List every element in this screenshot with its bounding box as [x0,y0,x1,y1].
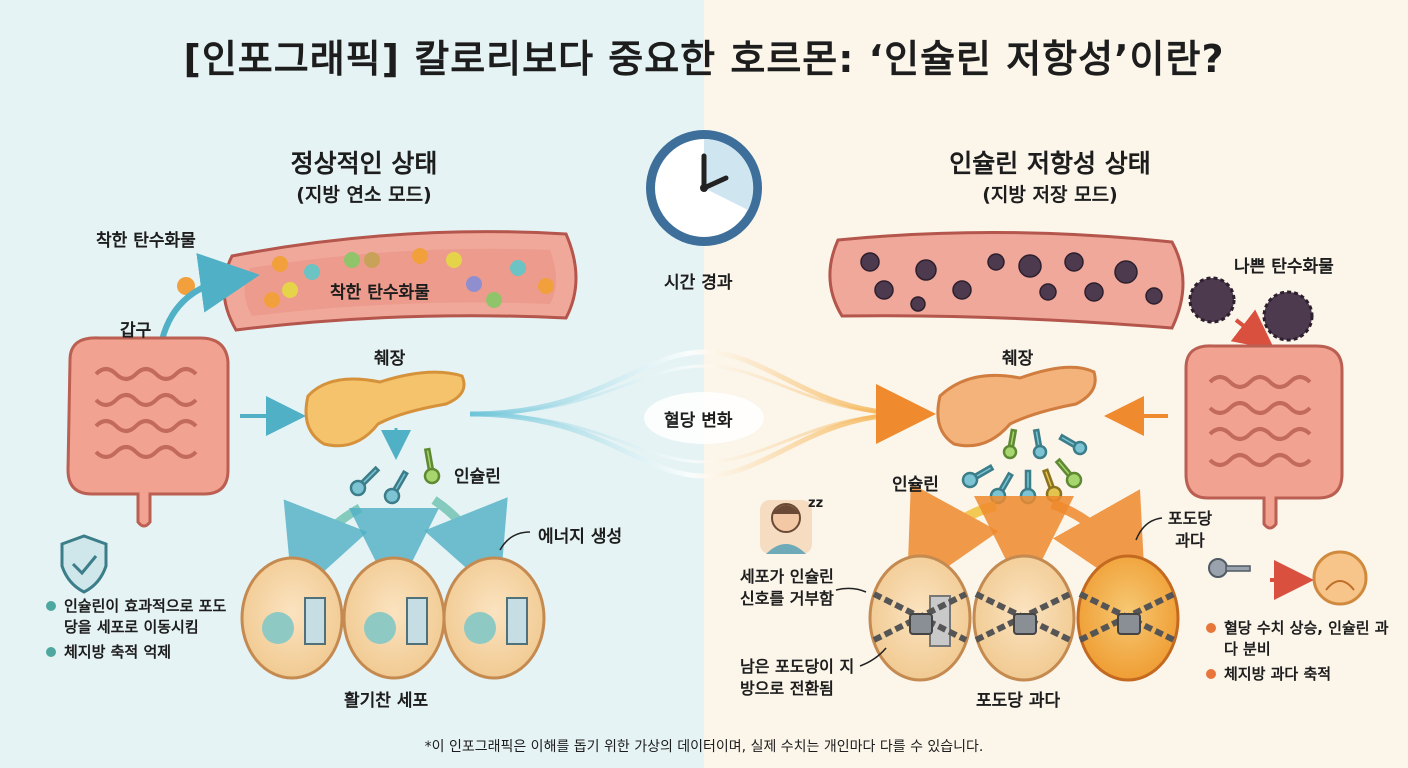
key-to-belly-icon [1208,550,1368,606]
left-bullet-1-text: 인슐린이 효과적으로 포도당을 세포로 이동시킴 [64,597,227,636]
glucose-arrow-1 [906,483,999,596]
blood-vessel-resistant [828,230,1185,330]
pancreas-label-right: 췌장 [1002,349,1034,369]
locked-cell-3 [1076,554,1180,682]
gut-label: 갑구 [120,321,152,341]
right-bullet-1-text: 혈당 수치 상승, 인슐린 과다 분비 [1224,619,1389,658]
bad-carb-arrow [1230,309,1275,350]
insulin-to-cell-arrow-1 [283,499,368,600]
left-bullet-2-text: 체지방 축적 억제 [64,643,172,661]
footnote: *이 인포그래픽은 이해를 돕기 위한 가상의 데이터이며, 실제 수치는 개인… [424,739,984,755]
pancreas-right-icon [936,365,1097,448]
insulin-key-icons [349,447,441,505]
pancreas-left-icon [304,370,466,448]
bullet-dot [46,647,56,657]
fat-conversion-label: 남은 포도당이 지방으로 전환됨 [740,657,855,698]
left-heading: 정상적인 상태 [290,149,438,178]
right-bullet-2-text: 체지방 과다 축적 [1224,665,1332,683]
right-heading: 인슐린 저항성 상태 [949,149,1151,178]
left-bullet-2: 체지방 축적 억제 [46,642,236,663]
vessel-carb-label: 착한 탄수화물 [330,283,430,303]
left-subheading: (지방 연소 모드) [296,184,432,206]
right-subheading: (지방 저장 모드) [982,184,1118,206]
insulin-label-right: 인슐린 [892,475,939,495]
active-cells-label: 활기찬 세포 [344,691,429,711]
blood-sugar-flow-band [469,349,936,479]
bad-carb-label: 나쁜 탄수화물 [1234,257,1334,277]
energy-callout-line [499,531,531,551]
good-carb-label: 착한 탄수화물 [96,231,196,251]
bullet-dot [46,601,56,611]
tired-person-icon [760,500,812,554]
energy-label: 에너지 생성 [538,527,623,547]
time-label: 시간 경과 [664,273,733,293]
bad-carb-germ-icons [1188,276,1314,342]
glucose-excess-cells-label: 포도당 과다 [976,691,1061,711]
sleep-zz-icon: zz [808,496,824,511]
bullet-dot [1206,623,1216,633]
healthy-cell-3 [442,556,546,680]
page-title: [인포그래픽] 칼로리보다 중요한 호르몬: ‘인슐린 저항성’이란? [183,37,1225,81]
intestine-right-icon [1184,344,1344,530]
left-bullet-list: 인슐린이 효과적으로 포도당을 세포로 이동시킴 체지방 축적 억제 [46,596,236,663]
clock-icon [646,130,762,246]
healthy-cell-1 [240,556,344,680]
refuse-callout-line [835,587,867,593]
pancreas-label-left: 췌장 [374,349,406,369]
bullet-dot [1206,669,1216,679]
flow-label: 혈당 변화 [664,411,733,431]
locked-cell-1 [868,554,972,682]
intestine-left-icon [66,336,230,528]
left-bullet-1: 인슐린이 효과적으로 포도당을 세포로 이동시킴 [46,596,236,638]
right-bullet-1: 혈당 수치 상승, 인슐린 과다 분비 [1206,618,1396,660]
convert-callout-line [859,647,887,667]
blood-vessel-healthy [177,230,578,332]
locked-cell-2 [972,554,1076,682]
excess-callout-line [1135,517,1163,541]
insulin-label-left: 인슐린 [454,467,501,487]
excess-glucose-label: 포도당 과다 [1167,509,1213,550]
insulin-to-cell-arrow-3 [424,496,508,598]
carb-entry-arrow [159,253,260,341]
refuse-signal-label: 세포가 인슐린 신호를 거부함 [740,567,834,608]
right-bullet-list: 혈당 수치 상승, 인슐린 과다 분비 체지방 과다 축적 [1206,618,1396,685]
healthy-cell-2 [342,556,446,680]
shield-check-icon [60,534,108,594]
right-bullet-2: 체지방 과다 축적 [1206,664,1396,685]
